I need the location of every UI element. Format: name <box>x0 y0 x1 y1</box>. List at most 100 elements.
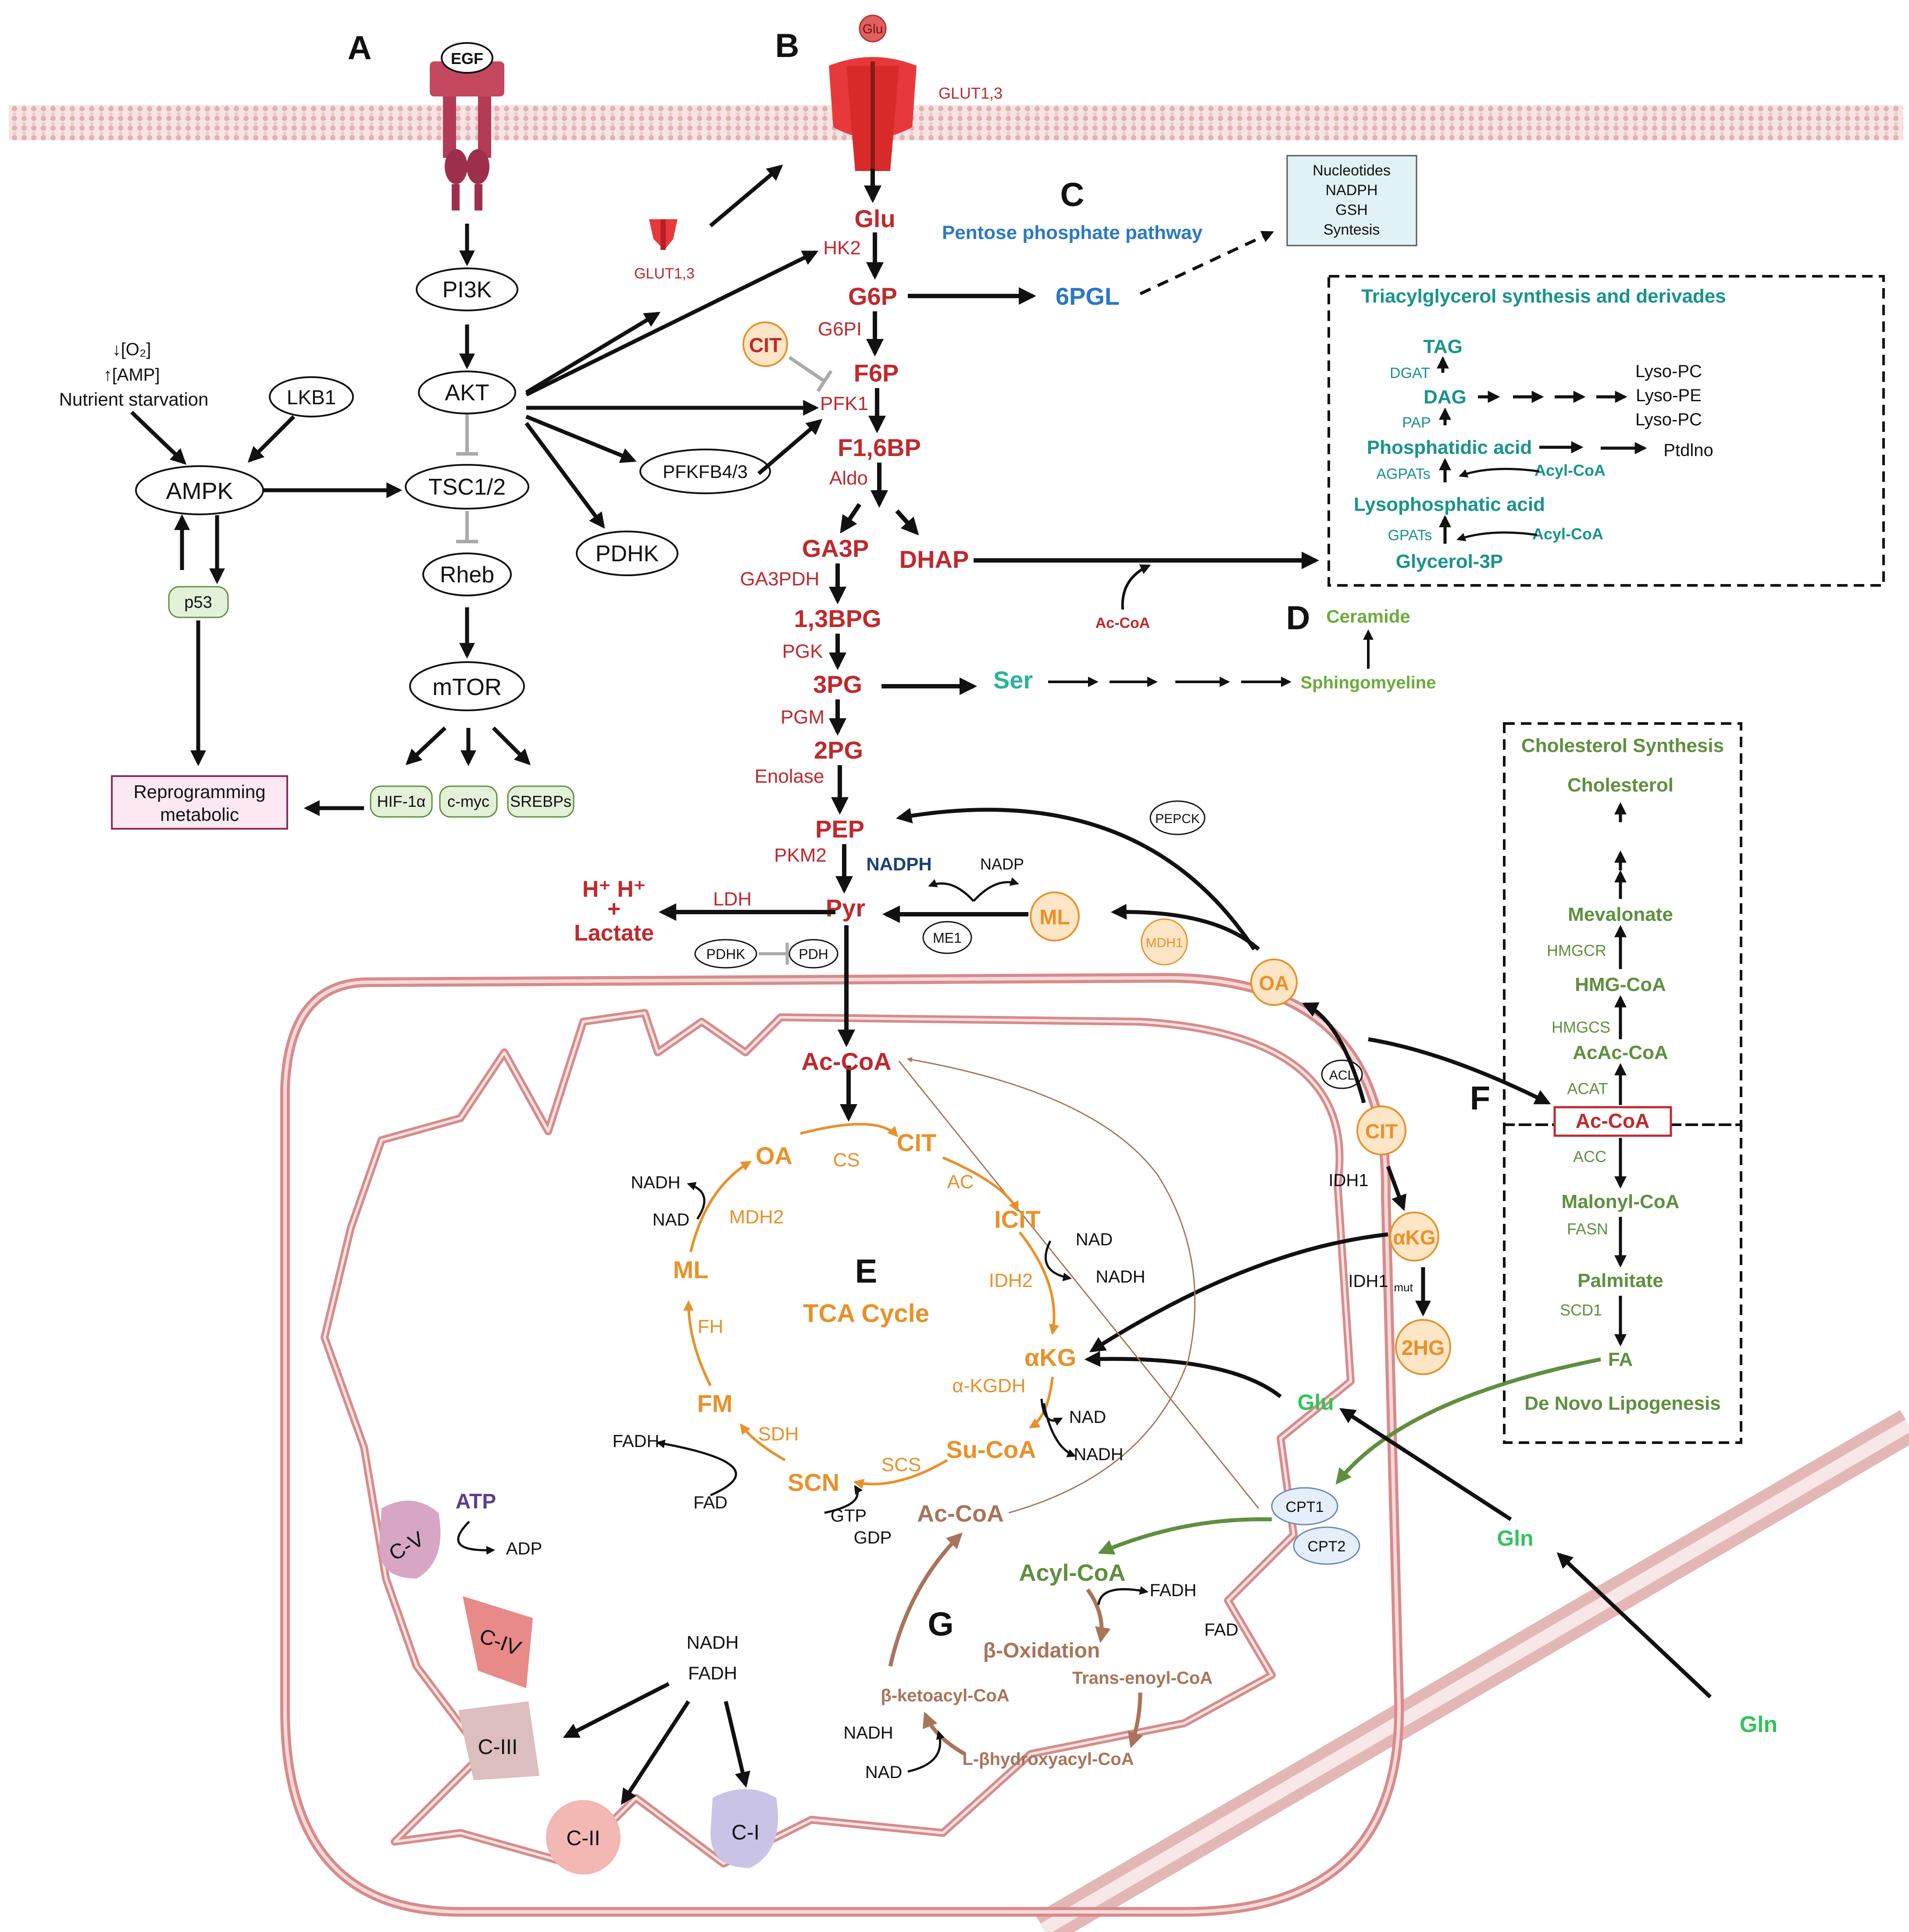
adp-label: ADP <box>506 1539 542 1558</box>
ml-cyto-node <box>1030 891 1080 941</box>
glu-mito-label: Glu <box>1297 1390 1334 1415</box>
agpats-enzyme: AGPATs <box>1376 466 1430 482</box>
glut-small-label: GLUT1,3 <box>634 265 695 282</box>
nadh-betaox: NADH <box>843 1723 893 1743</box>
ppp-product-3: GSH <box>1335 202 1368 218</box>
mut-subscript: mut <box>1394 1281 1413 1294</box>
ldh-enzyme: LDH <box>713 888 752 910</box>
ciii-label: C-III <box>478 1736 518 1759</box>
tag-box <box>1327 275 1885 587</box>
fasn-enzyme: FASN <box>1567 1220 1608 1238</box>
glut-transporter-icon <box>829 57 917 175</box>
pep-metabolite: PEP <box>815 815 864 843</box>
stress-o2: ↓[O₂] <box>112 340 151 359</box>
akg-tca: αKG <box>1024 1344 1076 1371</box>
enolase-enzyme: Enolase <box>754 766 824 787</box>
panel-letter-e: E <box>855 1253 878 1290</box>
cit-inhibitor-node <box>742 321 788 367</box>
scd1-enzyme: SCD1 <box>1560 1301 1602 1319</box>
fad-sdh: FAD <box>693 1493 728 1512</box>
cs-enzyme: CS <box>833 1149 860 1171</box>
complex-v-icon <box>379 1501 441 1579</box>
nad-akgdh: NAD <box>1069 1408 1106 1427</box>
ci-label: C-I <box>731 1821 760 1844</box>
gpats-enzyme: GPATs <box>1388 527 1432 544</box>
oa-cyto-node <box>1250 959 1298 1006</box>
g6pi-enzyme: G6PI <box>818 318 862 340</box>
glu-metabolite: Glu <box>854 205 895 232</box>
aldo-enzyme: Aldo <box>829 467 868 489</box>
mdh1-label: MDH1 <box>1145 936 1183 950</box>
sphingomyeline-label: Sphingomyeline <box>1301 673 1436 692</box>
panel-letter-d: D <box>1286 599 1310 637</box>
pfk1-enzyme: PFK1 <box>820 393 868 414</box>
complex-iii-icon <box>458 1701 539 1780</box>
srebps-label: SREBPs <box>510 792 571 810</box>
mtor-node <box>409 661 525 711</box>
acylcoa-mito: Acyl-CoA <box>1019 1560 1125 1586</box>
pyr-metabolite: Pyr <box>826 894 865 922</box>
pdh-label: PDH <box>799 946 828 962</box>
acc-enzyme: ACC <box>1573 1148 1606 1166</box>
stress-nutrient: Nutrient starvation <box>59 389 209 410</box>
pa-metabolite: Phosphatidic acid <box>1367 437 1532 458</box>
complex-i-icon <box>710 1789 778 1868</box>
oa-cyto-label: OA <box>1259 972 1289 995</box>
lkb1-label: LKB1 <box>287 386 336 409</box>
hh-label: H⁺ H⁺ <box>582 877 646 902</box>
tsc-node <box>405 464 529 510</box>
f16bp-metabolite: F1,6BP <box>838 434 921 461</box>
ppp-title: Pentose phosphate pathway <box>942 222 1203 243</box>
pepck-label: PEPCK <box>1155 812 1200 826</box>
nadh-mdh2: NADH <box>631 1173 680 1192</box>
pi3k-label: PI3K <box>442 277 492 303</box>
glucose-external-label: Glu <box>863 22 883 36</box>
reprogramming-box <box>111 775 288 830</box>
idh2-enzyme: IDH2 <box>989 1270 1033 1291</box>
glut-label: GLUT1,3 <box>938 84 1003 102</box>
acyl-coa-1: Acyl-CoA <box>1534 461 1606 479</box>
ppp-product-4: Syntesis <box>1324 221 1380 238</box>
lyso-pc-1: Lyso-PC <box>1635 362 1702 381</box>
nad-betaox: NAD <box>865 1763 902 1782</box>
ser-metabolite: Ser <box>993 666 1033 694</box>
nadh-akgdh: NADH <box>1074 1445 1123 1464</box>
lkb1-node <box>269 376 354 417</box>
nadp-label: NADP <box>980 855 1024 873</box>
nadh-idh2: NADH <box>1095 1267 1145 1287</box>
trans-enoyl: Trans-enoyl-CoA <box>1072 1668 1213 1688</box>
chol-box-title: Cholesterol Synthesis <box>1521 735 1724 756</box>
ml-cyto-label: ML <box>1039 906 1070 929</box>
pepck-node <box>1149 800 1206 835</box>
tag-metabolite: TAG <box>1423 336 1463 357</box>
cii-label: C-II <box>566 1827 600 1850</box>
pdhk-small-node <box>694 939 757 969</box>
malonyl-metabolite: Malonyl-CoA <box>1562 1191 1680 1212</box>
cpt1-node <box>1271 1487 1338 1526</box>
dhap-metabolite: DHAP <box>899 545 969 573</box>
palmitate-metabolite: Palmitate <box>1577 1270 1663 1291</box>
tag-box-title: Triacylglycerol synthesis and derivades <box>1361 285 1726 307</box>
pkm2-enzyme: PKM2 <box>774 845 827 866</box>
g6p-metabolite: G6P <box>848 282 897 310</box>
ac-enzyme: AC <box>947 1171 974 1193</box>
hmgcr-enzyme: HMGCR <box>1547 941 1606 959</box>
icit-tca: ICIT <box>994 1205 1041 1233</box>
srebps-badge <box>507 785 574 818</box>
lyso-pc-2: Lyso-PC <box>1635 410 1702 429</box>
akt-node <box>418 371 516 414</box>
etc-fadh: FADH <box>688 1663 737 1683</box>
hydroxyacyl: L-βhydroxyacyl-CoA <box>962 1750 1134 1769</box>
fad-betaox: FAD <box>1204 1620 1238 1640</box>
hmgcs-enzyme: HMGCS <box>1552 1018 1610 1036</box>
cmyc-label: c-myc <box>447 792 489 810</box>
pdhk-node <box>576 531 678 576</box>
hk2-enzyme: HK2 <box>823 237 861 259</box>
panel-letter-a: A <box>348 29 372 67</box>
ga3pdh-enzyme: GA3PDH <box>740 568 820 590</box>
panel-letter-g: G <box>928 1606 953 1643</box>
pap-enzyme: PAP <box>1402 414 1431 431</box>
tsc-label: TSC1/2 <box>428 474 506 500</box>
lactate-label: Lactate <box>574 920 654 946</box>
pg2-metabolite: 2PG <box>814 736 863 764</box>
